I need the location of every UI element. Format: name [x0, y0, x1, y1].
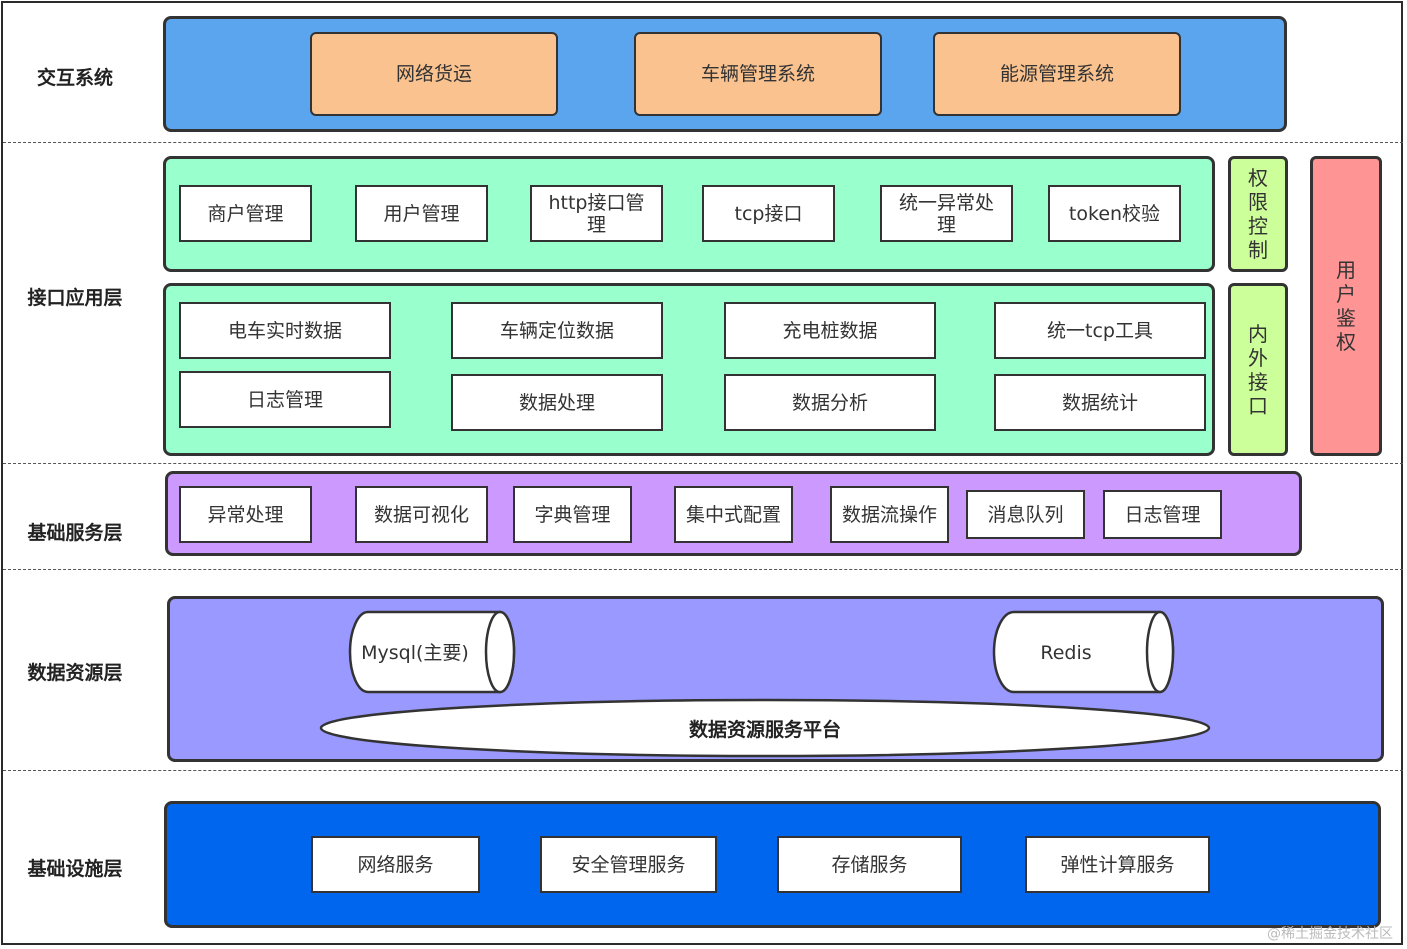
interface-top-panel — [163, 156, 1215, 272]
internal-external-interface-box: 内外接口 — [1228, 283, 1288, 456]
infrastructure-item: 存储服务 — [777, 836, 962, 893]
mysql-label: Mysql(主要) — [361, 642, 469, 664]
interface-item: 统一异常处理 — [880, 185, 1013, 242]
interface-item: 电车实时数据 — [179, 302, 391, 359]
layer-label-base-service: 基础服务层 — [27, 522, 123, 544]
interaction-item: 网络货运 — [310, 32, 558, 116]
base-service-item: 数据可视化 — [355, 486, 488, 543]
user-auth-box: 用户鉴权 — [1310, 156, 1382, 456]
interface-item: token校验 — [1048, 185, 1181, 242]
interface-item: tcp接口 — [702, 185, 835, 242]
interface-item: 充电桩数据 — [724, 302, 936, 359]
base-service-item: 字典管理 — [513, 486, 632, 543]
layer-divider — [3, 463, 1403, 464]
data-platform-ellipse: 数据资源服务平台 — [319, 698, 1211, 758]
infrastructure-item: 网络服务 — [311, 836, 480, 893]
permission-control-label: 权限控制 — [1248, 166, 1268, 262]
interaction-item: 车辆管理系统 — [634, 32, 882, 116]
interaction-item: 能源管理系统 — [933, 32, 1181, 116]
interface-item: 商户管理 — [179, 185, 312, 242]
infrastructure-item: 安全管理服务 — [540, 836, 717, 893]
base-service-item: 异常处理 — [179, 486, 312, 543]
interface-item: 数据分析 — [724, 374, 936, 431]
layer-label-interaction: 交互系统 — [36, 67, 113, 89]
permission-control-box: 权限控制 — [1228, 156, 1288, 272]
base-service-item: 集中式配置 — [674, 486, 793, 543]
interface-item: 数据处理 — [451, 374, 663, 431]
layer-divider — [3, 770, 1403, 771]
interface-item: 日志管理 — [179, 371, 391, 428]
user-auth-label: 用户鉴权 — [1336, 258, 1356, 354]
interface-item: http接口管理 — [530, 185, 663, 242]
redis-label: Redis — [1040, 642, 1091, 664]
redis-cylinder: Redis — [992, 610, 1175, 694]
interface-item: 用户管理 — [355, 185, 488, 242]
interface-item: 车辆定位数据 — [451, 302, 663, 359]
base-service-item: 日志管理 — [1103, 490, 1222, 539]
base-service-item: 数据流操作 — [830, 486, 949, 543]
watermark-text: @稀土掘金技术社区 — [1267, 926, 1393, 942]
internal-external-interface-label: 内外接口 — [1248, 321, 1268, 418]
base-service-item: 消息队列 — [966, 490, 1085, 539]
interface-item: 数据统计 — [994, 374, 1206, 431]
data-platform-label: 数据资源服务平台 — [689, 718, 841, 741]
layer-label-data-resource: 数据资源层 — [27, 662, 123, 684]
layer-divider — [3, 569, 1403, 570]
layer-divider — [3, 142, 1403, 143]
layer-label-infrastructure: 基础设施层 — [27, 858, 123, 880]
layer-label-interface: 接口应用层 — [27, 287, 123, 309]
infrastructure-item: 弹性计算服务 — [1025, 836, 1210, 893]
interface-item: 统一tcp工具 — [994, 302, 1206, 359]
mysql-cylinder: Mysql(主要) — [348, 610, 516, 694]
